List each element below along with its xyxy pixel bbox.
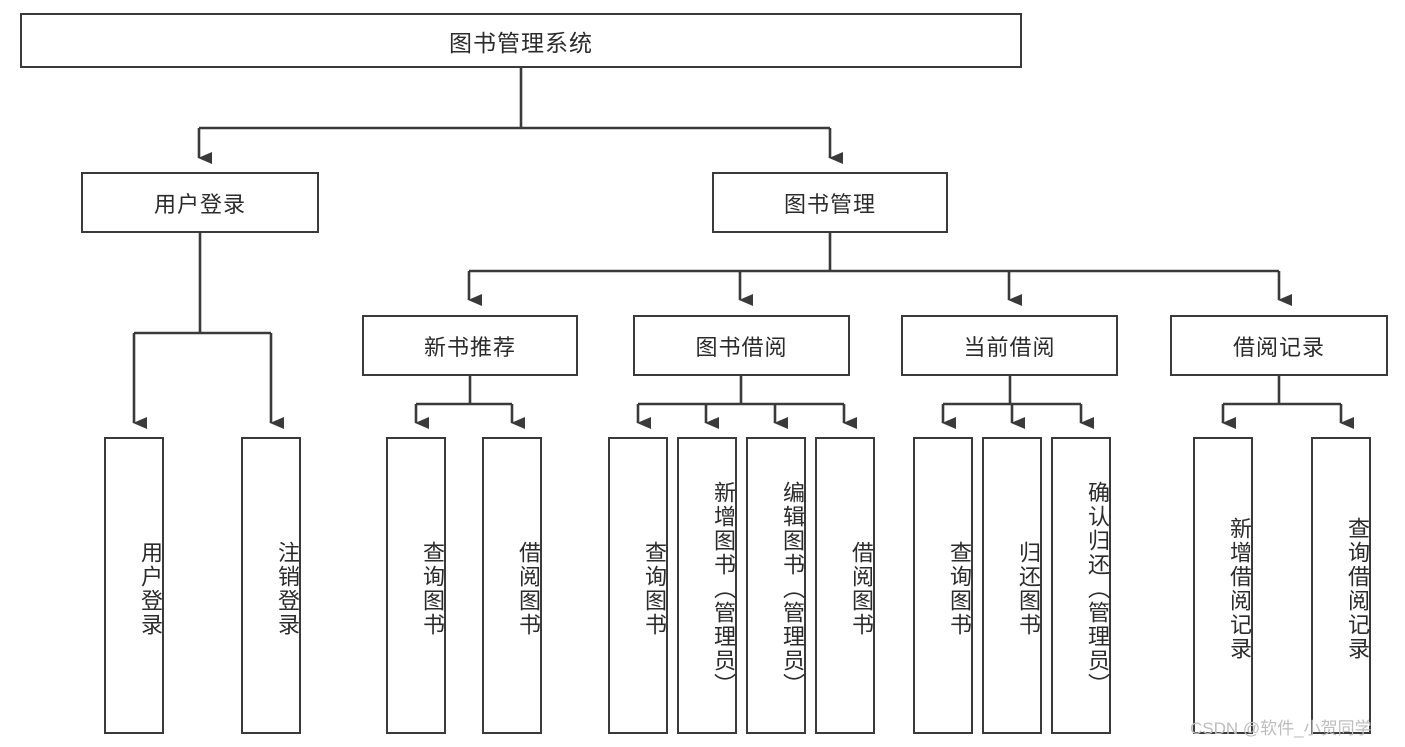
leaf-query-book-borrow[interactable]: 查询图书 — [608, 437, 668, 734]
node-user-login[interactable]: 用户登录 — [81, 172, 319, 233]
leaf-edit-book[interactable]: 编辑图书（管理员） — [746, 437, 806, 734]
node-label: 编辑图书（管理员） — [780, 480, 805, 697]
node-label: 查询图书 — [420, 540, 445, 637]
leaf-add-borrow-record[interactable]: 新增借阅记录 — [1193, 437, 1253, 734]
node-label: 新增借阅记录 — [1227, 516, 1252, 661]
node-label: 图书借阅 — [695, 334, 788, 360]
leaf-logout[interactable]: 注销登录 — [241, 437, 301, 734]
node-borrow-record[interactable]: 借阅记录 — [1170, 315, 1388, 376]
leaf-confirm-return[interactable]: 确认归还（管理员） — [1051, 437, 1111, 734]
node-label: 新书推荐 — [423, 334, 516, 360]
node-label: 当前借阅 — [963, 334, 1056, 360]
leaf-query-borrow-record[interactable]: 查询借阅记录 — [1311, 437, 1371, 734]
node-label: 查询借阅记录 — [1345, 516, 1370, 661]
node-label: 新增图书（管理员） — [711, 480, 736, 697]
leaf-user-login[interactable]: 用户登录 — [104, 437, 164, 734]
node-label: 借阅图书 — [849, 540, 874, 637]
node-label: 借阅记录 — [1232, 334, 1325, 360]
node-label: 用户登录 — [138, 540, 163, 637]
leaf-borrow-book[interactable]: 借阅图书 — [815, 437, 875, 734]
csdn-watermark: CSDN @软件_小贺同学 — [1190, 719, 1372, 738]
leaf-query-book-recommend[interactable]: 查询图书 — [386, 437, 446, 734]
node-label: 用户登录 — [153, 191, 246, 217]
node-book-management[interactable]: 图书管理 — [712, 172, 948, 233]
node-label: 图书管理 — [783, 191, 876, 217]
node-new-book-recommend[interactable]: 新书推荐 — [362, 315, 578, 376]
node-current-borrow[interactable]: 当前借阅 — [901, 315, 1118, 376]
node-label: 查询图书 — [642, 540, 667, 637]
leaf-query-book-current[interactable]: 查询图书 — [913, 437, 973, 734]
node-label: 归还图书 — [1016, 540, 1041, 637]
node-label: 确认归还（管理员） — [1085, 480, 1110, 697]
node-label: 图书管理系统 — [449, 29, 593, 56]
node-root-system[interactable]: 图书管理系统 — [20, 13, 1022, 68]
node-book-borrow[interactable]: 图书借阅 — [633, 315, 850, 376]
node-label: 注销登录 — [275, 540, 300, 637]
leaf-add-book[interactable]: 新增图书（管理员） — [677, 437, 737, 734]
leaf-return-book[interactable]: 归还图书 — [982, 437, 1042, 734]
node-label: 借阅图书 — [516, 540, 541, 637]
node-label: 查询图书 — [947, 540, 972, 637]
leaf-borrow-book-recommend[interactable]: 借阅图书 — [482, 437, 542, 734]
